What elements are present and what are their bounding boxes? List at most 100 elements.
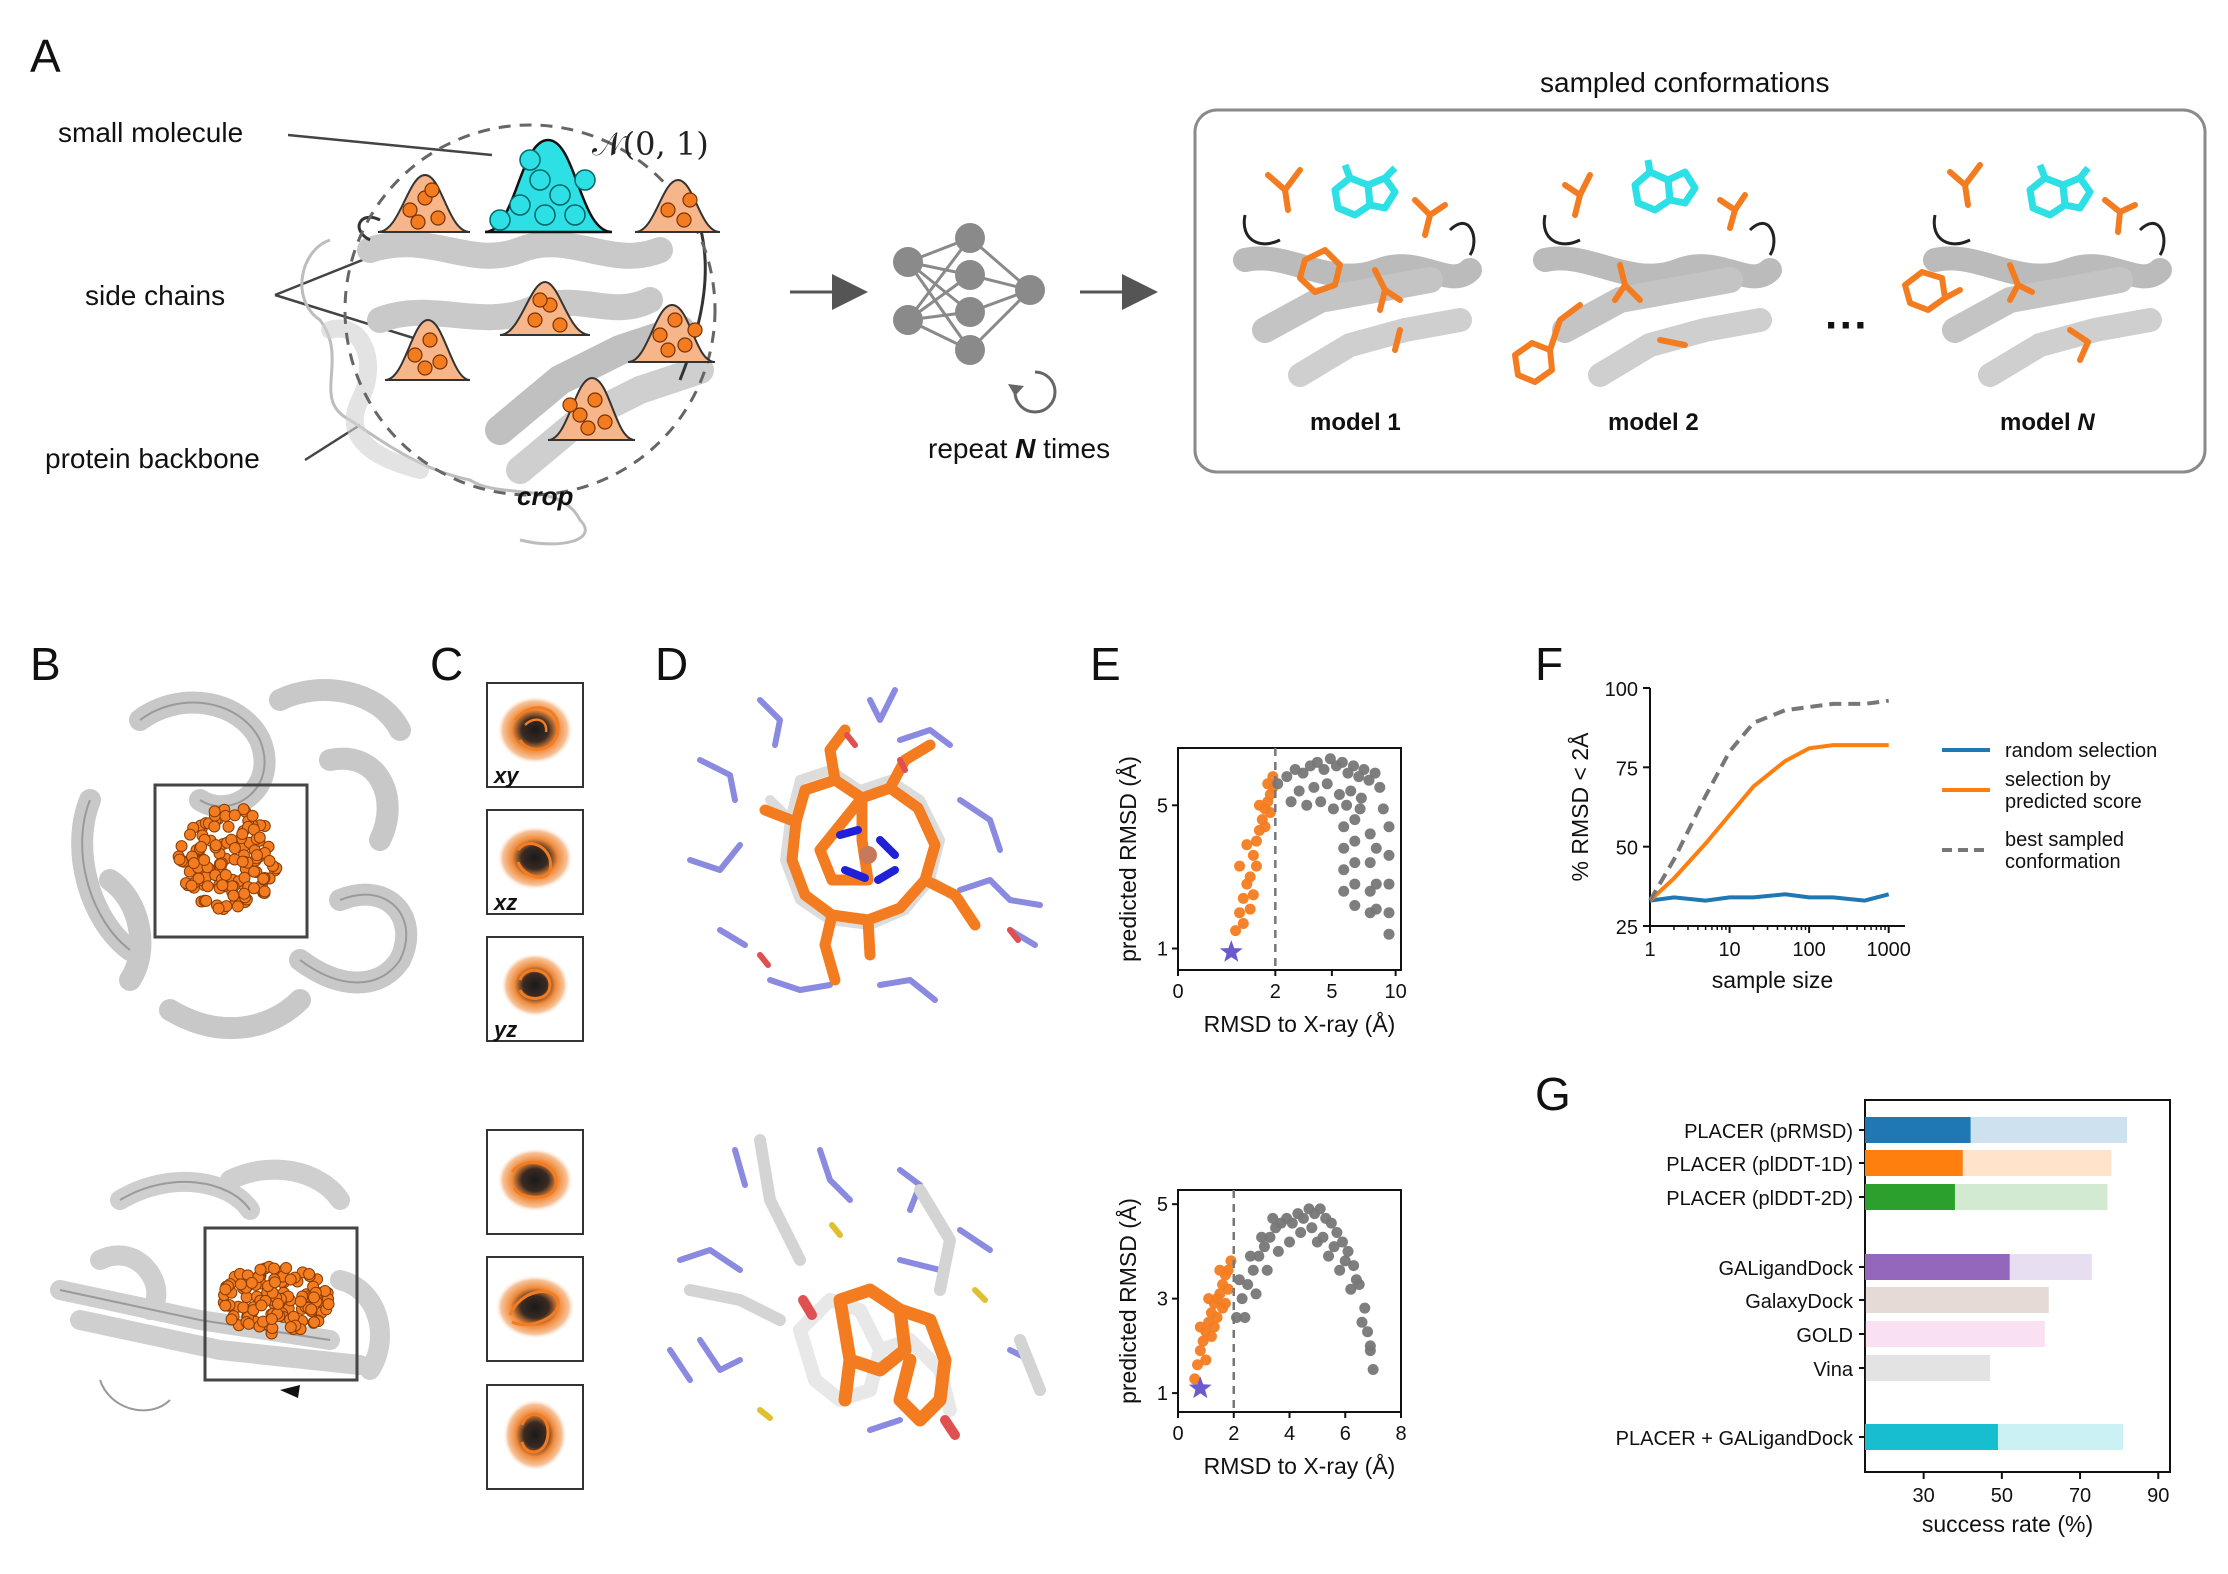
orange-point <box>1194 1345 1206 1357</box>
protein-outline-top <box>81 701 408 984</box>
label-crop: crop <box>517 481 573 511</box>
legend-label: predicted score <box>2005 791 2142 813</box>
sample-point <box>271 1297 284 1310</box>
best-selection-star-icon <box>1219 940 1243 962</box>
label-xz: xz <box>493 890 517 915</box>
orange-point <box>1214 1264 1226 1276</box>
neural-network-icon <box>893 223 1045 365</box>
sample-point <box>265 1313 278 1326</box>
repeat-arrowhead-icon <box>1008 384 1024 396</box>
sample-point <box>209 839 222 852</box>
panel-label-b: B <box>30 638 61 690</box>
model-2-illustration: model 2 <box>1512 159 1782 436</box>
orange-point <box>1247 849 1259 861</box>
sample-point <box>294 1295 307 1308</box>
sample-point <box>227 889 240 902</box>
sample-point <box>200 894 213 907</box>
sampled-points-top <box>172 803 283 916</box>
orange-point <box>1250 860 1262 872</box>
gray-point <box>1364 1340 1376 1352</box>
orange-point <box>1247 889 1259 901</box>
repeat-icon <box>1013 370 1057 414</box>
orange-point <box>1197 1335 1209 1347</box>
protein-outline-bottom <box>59 1180 331 1412</box>
category-label: GalaxyDock <box>1745 1291 1854 1313</box>
sample-point <box>198 854 211 867</box>
gray-point <box>1338 821 1350 833</box>
sample-point <box>258 885 271 898</box>
gray-point <box>1342 1245 1354 1257</box>
y-axis-label: predicted RMSD (Å) <box>1114 756 1141 962</box>
gray-point <box>1364 828 1376 840</box>
gray-point <box>1383 878 1395 890</box>
sample-point <box>254 1263 267 1276</box>
sample-point <box>228 842 241 855</box>
bar-top-ranked <box>1865 1117 1971 1143</box>
label-repeat: repeat N times <box>928 433 1110 464</box>
gray-point <box>1355 792 1367 804</box>
y-tick-label: 75 <box>1616 758 1638 780</box>
sampled-conformations-box <box>1193 108 2207 474</box>
gray-point <box>1364 885 1376 897</box>
sample-point <box>246 809 259 822</box>
gray-point <box>1383 928 1395 940</box>
binding-site-bottom <box>667 1134 1046 1440</box>
gray-point <box>1338 842 1350 854</box>
gray-point <box>1341 799 1353 811</box>
legend-label: best sampled <box>2005 829 2124 851</box>
protein-cartoon-bottom <box>50 1159 390 1380</box>
x-axis-label: sample size <box>1712 967 1833 993</box>
gray-point <box>1236 1293 1248 1305</box>
gray-point <box>1311 1236 1323 1248</box>
sample-point <box>307 1291 320 1304</box>
sample-point <box>185 879 198 892</box>
gray-point <box>1297 767 1309 779</box>
gray-point <box>1295 1227 1307 1239</box>
gray-point <box>1331 1227 1343 1239</box>
gray-point <box>1383 821 1395 833</box>
gray-point <box>1297 1212 1309 1224</box>
orange-point <box>1241 839 1253 851</box>
sample-point <box>253 831 266 844</box>
plot-frame <box>1177 747 1402 971</box>
sample-point <box>214 858 227 871</box>
gray-point <box>1349 878 1361 890</box>
sample-point <box>263 854 276 867</box>
series-line <box>1649 892 1890 903</box>
sample-point <box>219 869 232 882</box>
bar-best-sampled <box>1865 1287 2049 1313</box>
gray-point <box>1383 849 1395 861</box>
sample-point <box>250 849 263 862</box>
category-label: PLACER (plDDT-2D) <box>1666 1188 1853 1210</box>
gray-point <box>1362 1326 1374 1338</box>
sample-point <box>280 1262 293 1275</box>
gray-point <box>1253 1250 1265 1262</box>
panel-a: small molecule side chains protein backb… <box>45 67 2207 546</box>
sample-point <box>234 1278 247 1291</box>
gray-point <box>1233 1274 1245 1286</box>
orange-point <box>1214 1288 1226 1300</box>
sample-point <box>236 855 249 868</box>
sample-point <box>228 809 241 822</box>
crop-circle <box>343 123 717 497</box>
x-tick-label: 0 <box>1172 981 1183 1003</box>
gray-point <box>1359 1302 1371 1314</box>
orange-point <box>1250 835 1262 847</box>
sample-point <box>201 880 214 893</box>
orange-point <box>1203 1293 1215 1305</box>
gray-point <box>1383 907 1395 919</box>
panel-b <box>50 679 418 1412</box>
orange-point <box>1189 1373 1201 1385</box>
gray-point <box>1356 1316 1368 1328</box>
density-xy-bottom <box>486 1129 584 1235</box>
sample-point <box>208 820 221 833</box>
gray-point <box>1311 756 1323 768</box>
density-yz-top: yz <box>486 936 584 1042</box>
gray-point <box>1285 796 1297 808</box>
y-tick-label: 3 <box>1157 1289 1168 1311</box>
sample-point <box>238 887 251 900</box>
binding-site-top <box>687 687 1043 1003</box>
gray-point <box>1325 1217 1337 1229</box>
gray-point <box>1314 1203 1326 1215</box>
